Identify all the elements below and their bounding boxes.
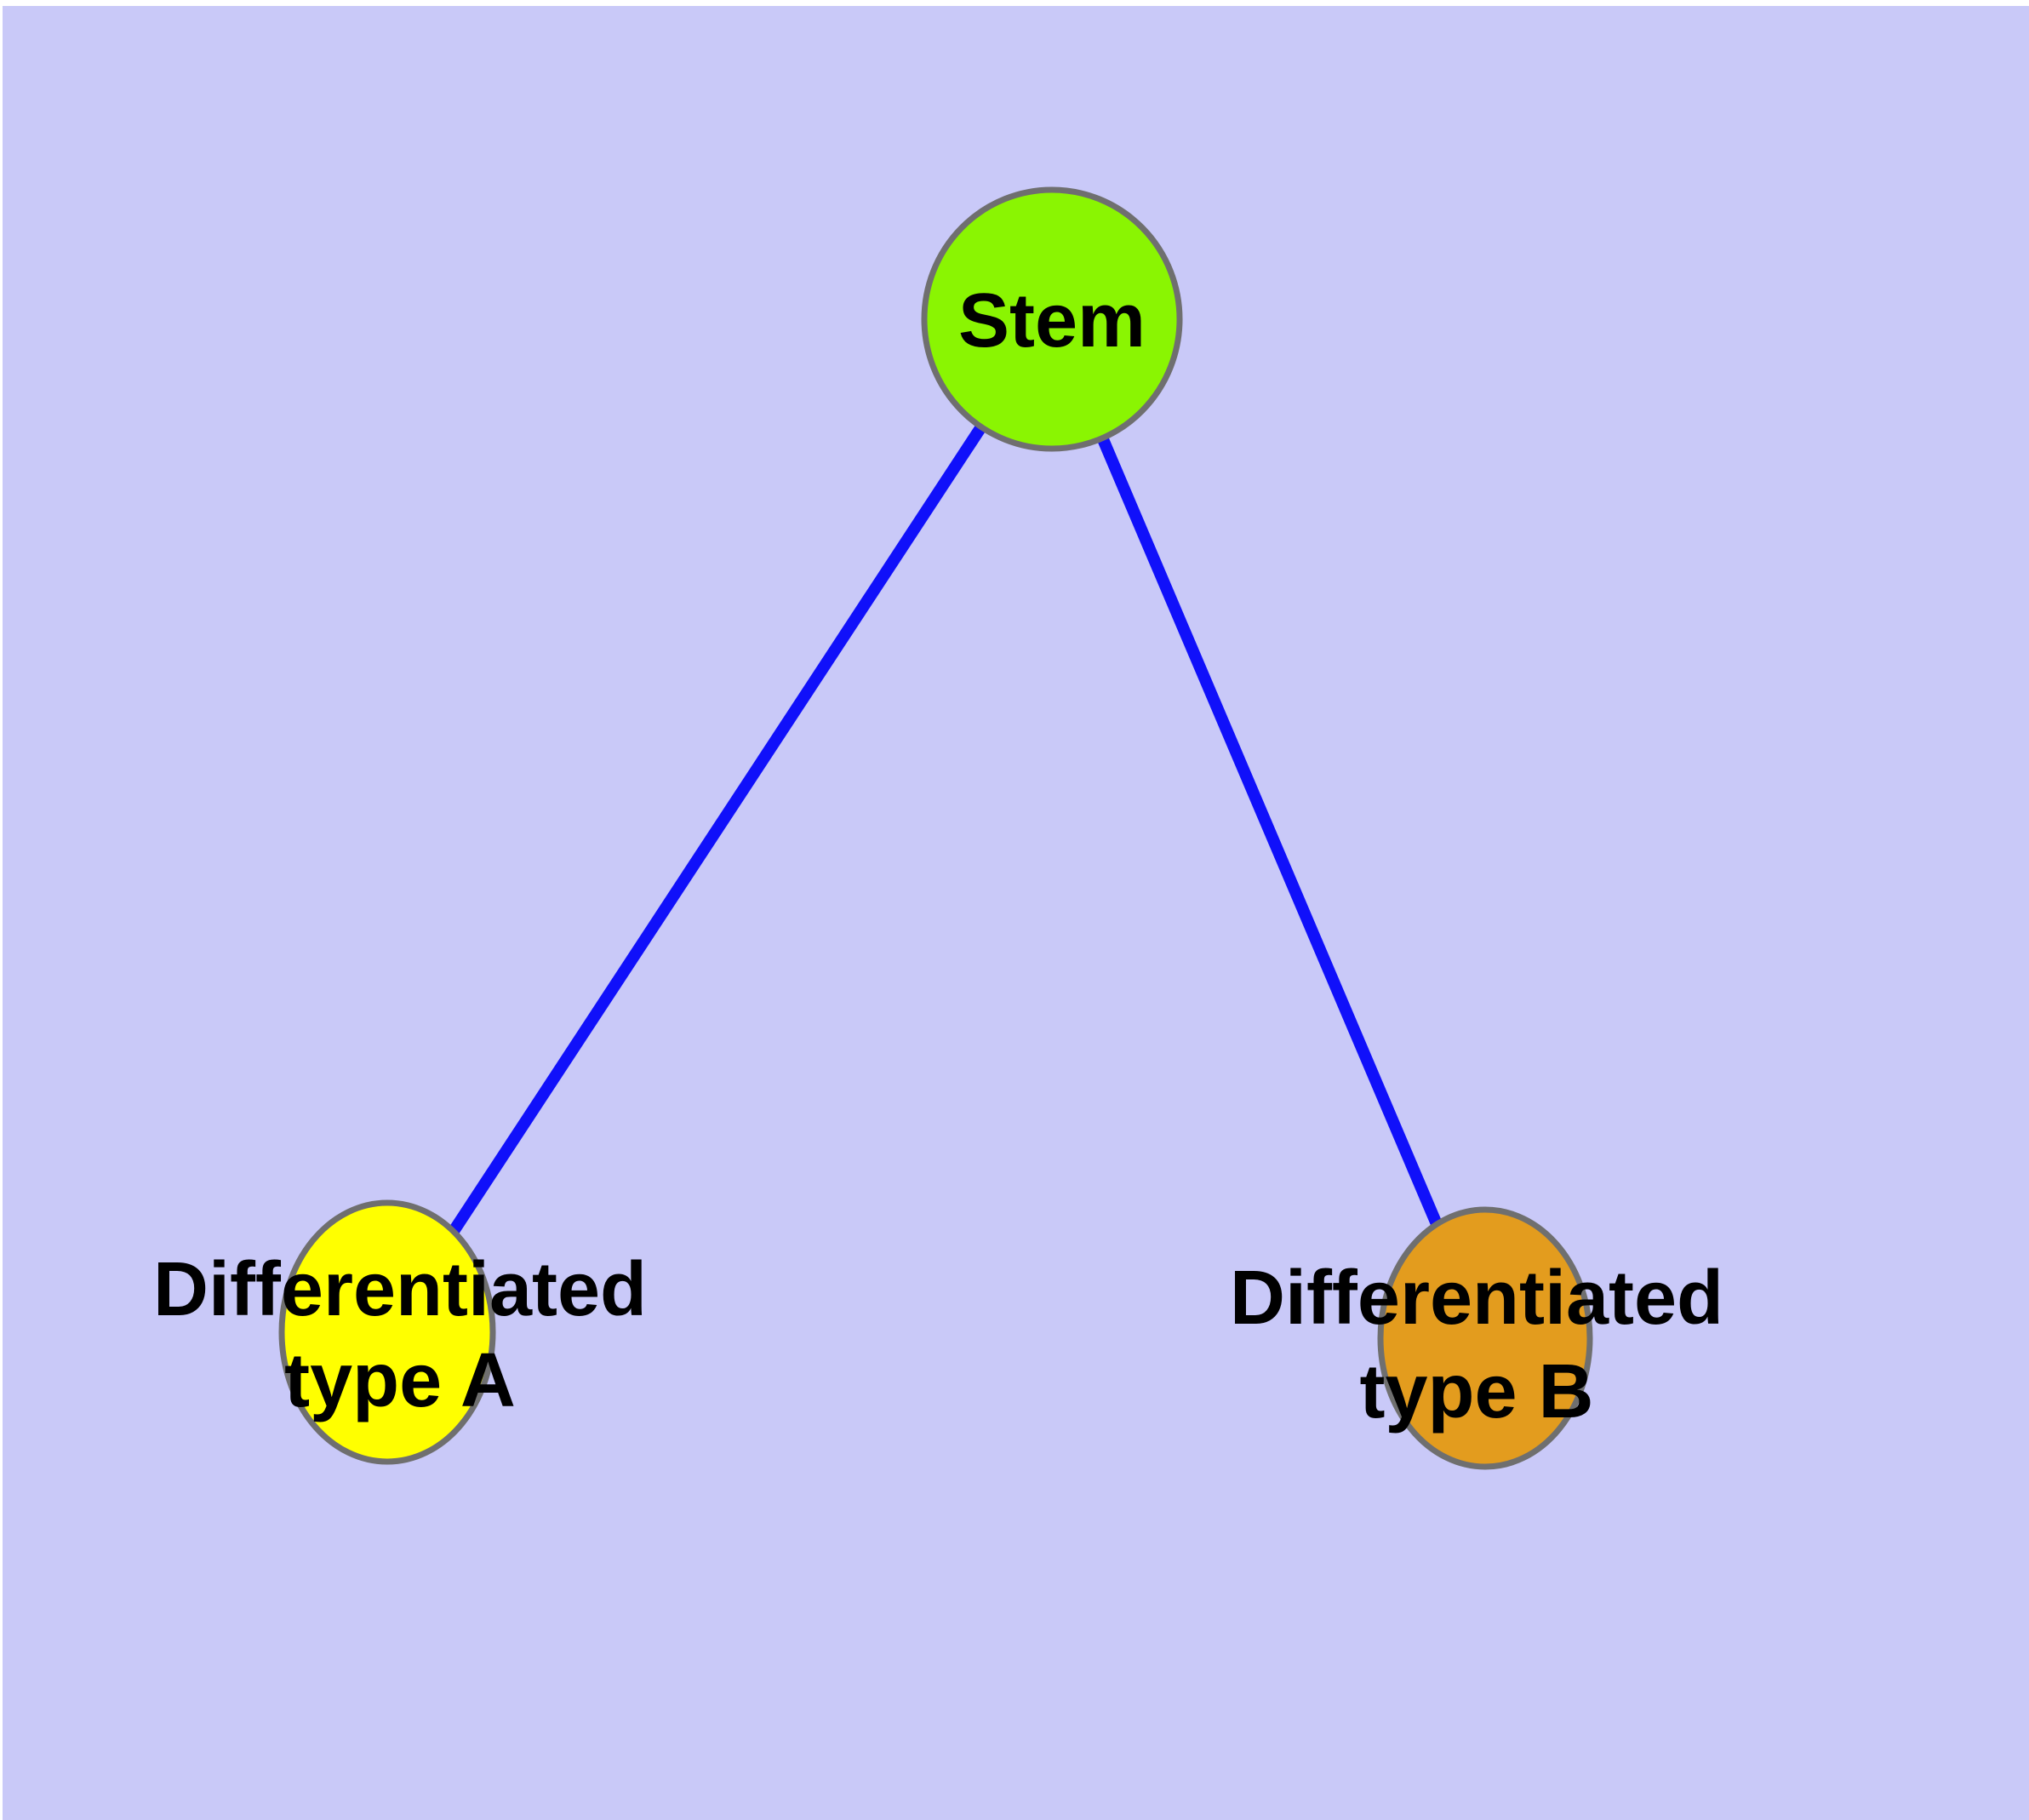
node-type-b-label: Differentiated type B	[1230, 1256, 1723, 1434]
node-differentiated-type-b	[1377, 1206, 1593, 1470]
node-type-a-label: Differentiated type A	[153, 1247, 647, 1423]
edge-stem-to-type-b	[1046, 317, 1491, 1341]
node-type-b-label-line1: Differentiated	[1230, 1256, 1723, 1341]
node-differentiated-type-a	[278, 1199, 496, 1465]
node-stem	[921, 186, 1183, 452]
node-type-a-label-line2: type A	[284, 1338, 516, 1423]
edge-stem-to-type-a	[382, 316, 1057, 1336]
node-stem-label: Stem	[958, 278, 1146, 363]
node-type-a-label-line1: Differentiated	[153, 1247, 647, 1332]
node-type-b-label-line2: type B	[1359, 1349, 1593, 1434]
